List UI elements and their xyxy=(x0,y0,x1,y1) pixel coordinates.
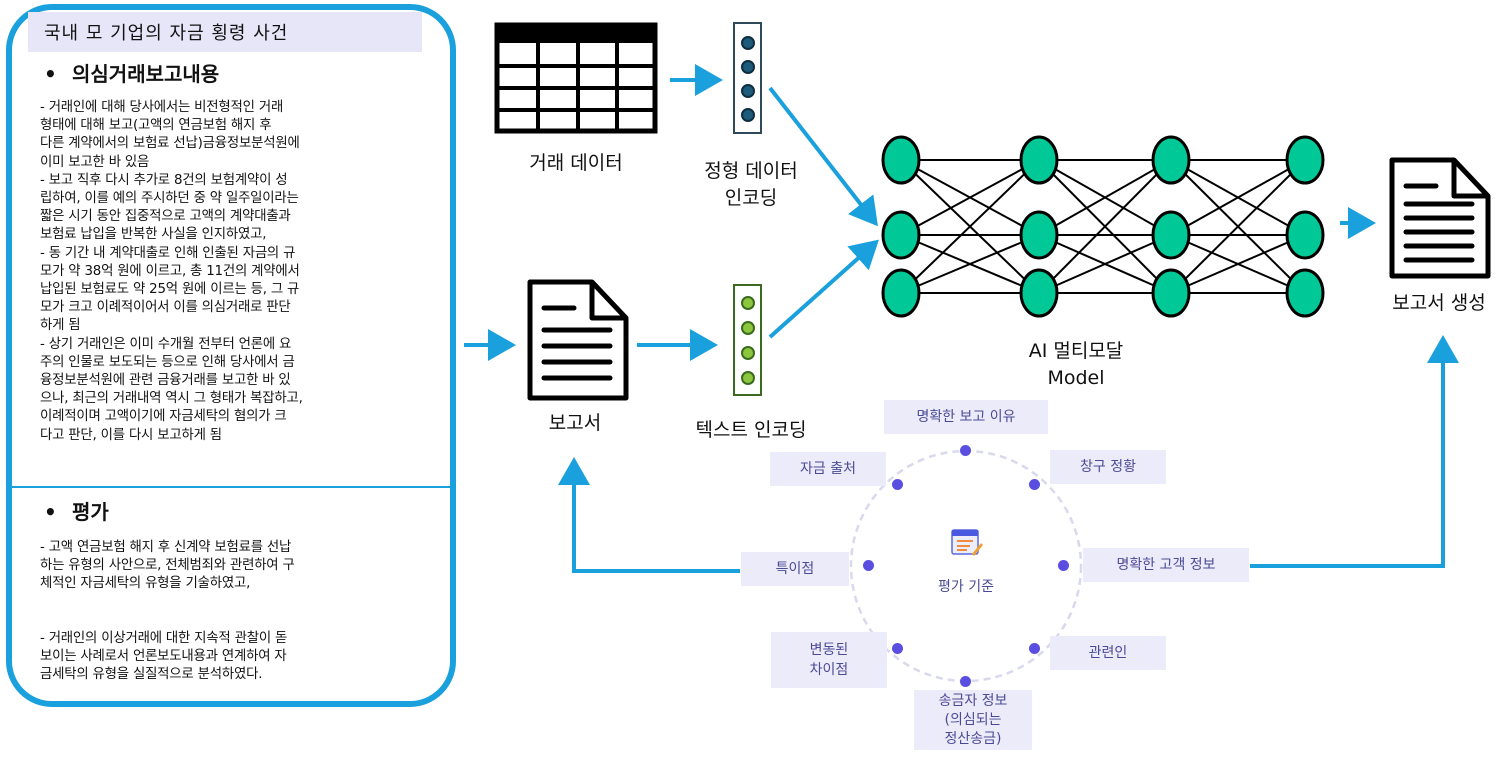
arrow-criteria-to-output xyxy=(1250,335,1459,568)
section-divider xyxy=(10,486,450,488)
case-panel xyxy=(6,4,456,707)
nn-node xyxy=(1151,135,1191,185)
encoder-dot xyxy=(741,108,755,122)
nn-node xyxy=(881,268,921,318)
nn-node xyxy=(1019,268,1059,318)
criterion-changed-difference: 변동된 차이점 xyxy=(771,632,887,688)
nn-node xyxy=(881,135,921,185)
criterion-peculiarity: 특이점 xyxy=(741,552,849,586)
report-section-heading: • 의심거래보고내용 xyxy=(44,58,219,87)
text-encoder xyxy=(733,284,762,396)
nn-connection xyxy=(1038,159,1172,294)
document-icon xyxy=(527,279,629,401)
criterion-dot xyxy=(1029,479,1040,490)
nn-connection xyxy=(900,159,1040,236)
nn-node xyxy=(1151,210,1191,260)
case-title-bar xyxy=(28,12,422,52)
checklist-icon xyxy=(950,528,984,562)
report-label: 보고서 xyxy=(548,412,602,434)
nn-connection xyxy=(1038,234,1172,294)
document-lines-icon xyxy=(1389,157,1491,279)
structured-encoder xyxy=(733,22,762,134)
evaluation-section-body: - 고액 연금보험 해지 후 신계약 보험료를 선납 하는 유형의 사안으로, … xyxy=(40,540,295,683)
report-section-body: - 거래인에 대해 당사에서는 비전형적인 거래 형태에 대해 보고(고액의 연… xyxy=(40,100,303,443)
encoder-dot xyxy=(741,371,755,385)
criterion-dot xyxy=(1029,643,1040,654)
nn-node xyxy=(1285,135,1325,185)
output-label: 보고서 생성 xyxy=(1392,292,1486,314)
nn-node xyxy=(1285,268,1325,318)
criterion-clear-reason: 명확한 보고 이유 xyxy=(884,400,1048,434)
arrow-criteria-to-report xyxy=(558,457,740,573)
nn-connection xyxy=(900,234,1040,294)
encoder-dot xyxy=(741,346,755,360)
encoder-dot xyxy=(741,296,755,310)
evaluation-section-heading-text: 평가 xyxy=(72,500,109,524)
criterion-dot xyxy=(863,560,874,571)
encoder-dot xyxy=(741,60,755,74)
nn-connection xyxy=(900,159,1040,294)
criterion-counter-context: 창구 정황 xyxy=(1050,450,1166,484)
criterion-related-party: 관련인 xyxy=(1050,636,1166,670)
nn-connection xyxy=(1170,159,1306,294)
neural-network-icon xyxy=(900,159,1306,294)
nn-node xyxy=(881,210,921,260)
encoder-dot xyxy=(741,84,755,98)
nn-connection xyxy=(1170,159,1306,236)
bullet-icon: • xyxy=(44,62,57,86)
model-label: AI 멀티모달 Model xyxy=(1028,340,1124,389)
evaluation-section-heading: • 평가 xyxy=(44,496,109,525)
criterion-dot xyxy=(1058,560,1069,571)
bullet-icon: • xyxy=(44,500,57,524)
nn-node xyxy=(1151,268,1191,318)
nn-node xyxy=(1285,210,1325,260)
encoder-dot xyxy=(741,36,755,50)
report-section-heading-text: 의심거래보고내용 xyxy=(72,62,220,86)
criterion-remitter-info: 송금자 정보 (의심되는 정산송금) xyxy=(914,690,1032,750)
criterion-dot xyxy=(960,445,971,456)
criterion-dot xyxy=(892,479,903,490)
criterion-clear-customer-info: 명확한 고객 정보 xyxy=(1083,548,1249,582)
nn-node xyxy=(1019,210,1059,260)
criterion-fund-source: 자금 출처 xyxy=(770,452,886,486)
encoder-dot xyxy=(741,321,755,335)
nn-connection xyxy=(1170,234,1306,294)
nn-node xyxy=(1019,135,1059,185)
transaction-data-label: 거래 데이터 xyxy=(529,152,623,174)
case-title: 국내 모 기업의 자금 횡령 사건 xyxy=(44,23,289,44)
arrow-text-to-model xyxy=(768,239,879,339)
text-encoding-label: 텍스트 인코딩 xyxy=(695,419,807,441)
criteria-center-label: 평가 기준 xyxy=(938,579,994,595)
table-icon xyxy=(494,22,658,134)
criterion-dot xyxy=(892,643,903,654)
structured-encoding-label: 정형 데이터 인코딩 xyxy=(704,160,798,209)
nn-connection xyxy=(1038,159,1172,236)
arrow-structured-to-model xyxy=(768,86,878,227)
criterion-dot xyxy=(960,676,971,687)
